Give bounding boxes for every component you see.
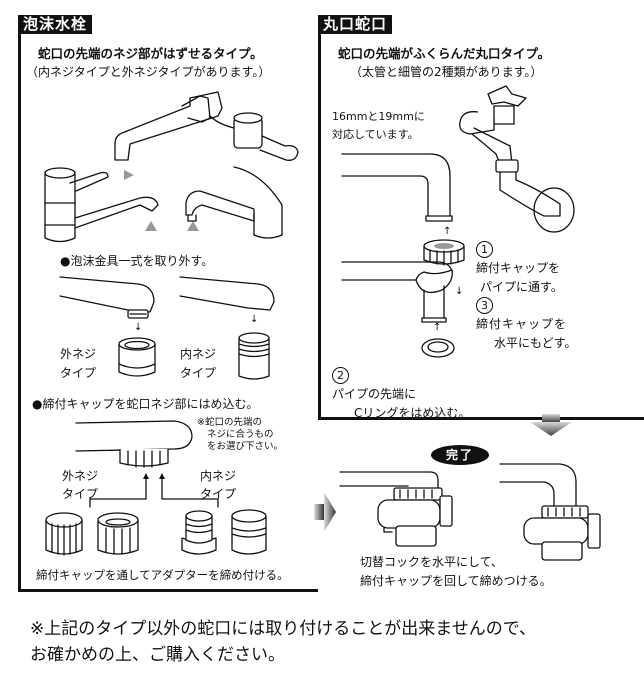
outer-thread-spout-illustration: [59, 276, 155, 319]
complete-instruction: 切替コックを水平にして、 締付キャップを回して締めつける。: [360, 555, 552, 588]
step-number-3-badge: 3: [476, 297, 493, 314]
step-number-2-badge: 2: [332, 367, 349, 384]
foam-faucet-panel: [18, 34, 318, 592]
installed-adapter-right-illustration: [499, 463, 601, 561]
down-flow-arrow-icon: [530, 414, 572, 436]
round-spout-faucet-panel: [318, 34, 644, 420]
outer-thread-type-label: 外ネジ タイプ: [60, 347, 97, 380]
round-spout-subtitle-note: （太管と細管の2種類があります。）: [350, 65, 543, 79]
single-lever-faucet-left-illustration: [44, 167, 159, 243]
single-lever-faucet-right-illustration: [185, 166, 283, 239]
cap-inner-type-label: 内ネジ タイプ: [200, 469, 237, 501]
compatibility-footnote: ※上記のタイプ以外の蛇口には取り付けることが出来ませんので、 お確かめの上、ご購…: [30, 619, 537, 665]
foam-faucet-subtitle: 蛇口の先端のネジ部がはずせるタイプ。: [38, 46, 263, 61]
pointer-triangle-icon: [187, 221, 199, 231]
cap-on-spout-illustration: [75, 420, 193, 468]
down-arrow-icon: ↓: [134, 322, 143, 333]
up-arrow-icon: ↑: [443, 226, 452, 237]
wall-faucet-illustration: [114, 91, 299, 161]
thread-match-note: ※蛇口の先端の ネジに合うもの をお選び下さい。: [197, 417, 284, 452]
clamp-cap-illustration: [423, 239, 465, 266]
inner-thread-spout-illustration: [179, 276, 275, 311]
inner-thread-adapter-illustration: [238, 332, 270, 380]
outer-thread-adapter-illustration: [118, 337, 156, 377]
round-spout-faucet-illustration: [459, 85, 575, 233]
step-fit-cap: ●締付キャップを蛇口ネジ部にはめ込む。: [32, 397, 259, 411]
pipe-with-cap-illustration: [341, 261, 453, 323]
right-flow-arrow-icon: [314, 492, 336, 532]
down-arrow-icon: ↓: [250, 314, 259, 325]
pointer-triangle-icon: [124, 170, 134, 180]
pointer-triangle-icon: [145, 221, 157, 231]
pipe-illustration: [341, 153, 453, 222]
outer-cap-and-adapter-illustration: [45, 512, 139, 556]
complete-badge: 完了: [431, 445, 489, 465]
foam-faucet-title: 泡沫水栓: [18, 15, 93, 34]
type-bracket-lines: [89, 473, 219, 508]
inner-cap-and-adapter-illustration: [181, 509, 267, 555]
step-number-1-badge: 1: [476, 241, 493, 258]
foam-faucet-subtitle-note: （内ネジタイプと外ネジタイプがあります。）: [26, 65, 271, 79]
down-arrow-icon: ↓: [455, 286, 464, 297]
inner-thread-type-label: 内ネジ タイプ: [180, 347, 217, 380]
installed-adapter-left-illustration: [339, 471, 453, 547]
round-spout-subtitle: 蛇口の先端がふくらんだ丸口タイプ。: [338, 46, 551, 61]
round-spout-faucet-title: 丸口蛇口: [318, 15, 393, 34]
cap-outer-type-label: 外ネジ タイプ: [62, 469, 99, 501]
up-arrow-icon: ↑: [433, 322, 442, 333]
c-ring-illustration: [421, 338, 455, 358]
pipe-size-note: 16mmと19mmに 対応しています。: [332, 110, 425, 141]
step-remove-aerator: ●泡沫金具一式を取り外す。: [60, 254, 214, 268]
step-tighten-adapter: 締付キャップを通してアダプターを締め付ける。: [36, 568, 289, 582]
